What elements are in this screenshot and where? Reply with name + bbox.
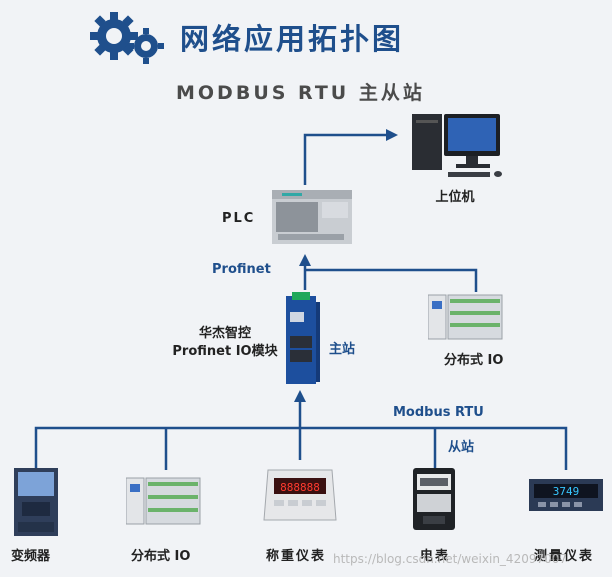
diagram-title: 网络应用拓扑图 — [180, 22, 405, 56]
plc-label: PLC — [222, 211, 256, 226]
meter-label: 电表 — [420, 549, 451, 564]
distributed-io-bottom-icon — [125, 474, 202, 526]
instrument-label: 测量仪表 — [534, 549, 595, 564]
distributed-io-top-label: 分布式 IO — [444, 353, 504, 368]
weighing-label: 称重仪表 — [266, 549, 327, 564]
scale-display: 888888 — [280, 481, 320, 494]
inverter-device-icon — [12, 466, 62, 538]
instrument-display: 3749 — [553, 485, 580, 498]
pc-computer-icon — [408, 108, 508, 183]
slave-label: 从站 — [448, 440, 475, 455]
gateway-label-line1: 华杰智控 — [198, 326, 251, 341]
watermark: https://blog.csdn.net/weixin_42097007 — [333, 552, 568, 566]
diagram-subtitle: MODBUS RTU 主从站 — [176, 82, 425, 104]
gears-icon — [88, 8, 168, 68]
weighing-indicator-icon: 888888 — [262, 468, 338, 522]
profinet-label: Profinet — [212, 262, 271, 277]
modbus-rtu-label: Modbus RTU — [393, 405, 484, 420]
distributed-io-bottom-label: 分布式 IO — [131, 549, 191, 564]
energy-meter-icon — [411, 466, 457, 532]
gateway-label-line2: Profinet IO模块 — [172, 344, 278, 359]
measuring-instrument-icon: 3749 — [528, 478, 604, 512]
pc-label: 上位机 — [435, 190, 475, 205]
plc-device-icon — [272, 186, 352, 248]
inverter-label: 变频器 — [11, 549, 51, 564]
gateway-label: 华杰智控 Profinet IO模块 — [170, 325, 280, 361]
master-label: 主站 — [329, 342, 356, 357]
distributed-io-top-icon — [427, 291, 504, 341]
gateway-device-icon — [282, 292, 322, 388]
